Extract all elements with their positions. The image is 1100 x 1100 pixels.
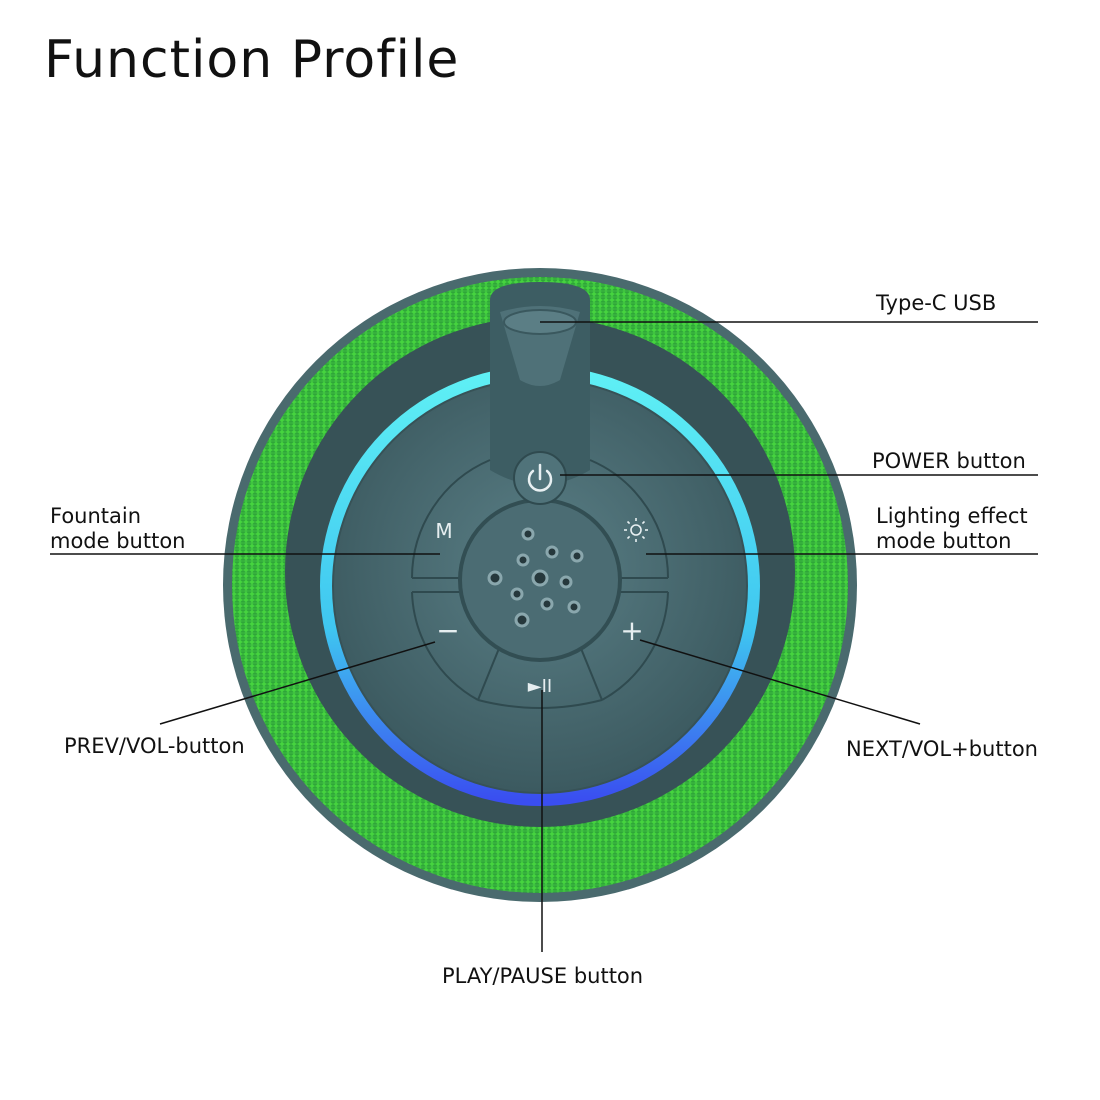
minus-glyph: − [436,614,459,647]
page-title: Function Profile [44,30,460,90]
sun-icon [624,518,648,542]
play-pause-button[interactable]: ►II [528,676,552,697]
label-prev-vol: PREV/VOL-button [64,734,245,758]
label-lighting-line1: Lighting effect [876,504,1028,528]
play-pause-glyph: ►II [528,676,552,697]
label-fountain-line2: mode button [50,529,186,553]
label-next-vol: NEXT/VOL+button [846,737,1038,761]
fountain-mode-button[interactable]: M [435,519,452,543]
plus-glyph: + [620,614,643,647]
label-play-pause: PLAY/PAUSE button [442,964,644,988]
mode-glyph: M [435,519,452,543]
leader-next [639,639,921,725]
power-button[interactable] [513,451,567,505]
label-power-button: POWER button [872,449,1026,473]
leader-lines [50,321,1038,952]
label-type-c-usb: Type-C USB [876,291,997,315]
label-lighting-line2: mode button [876,529,1012,553]
prev-vol-minus-button[interactable]: − [436,614,459,647]
next-vol-plus-button[interactable]: + [620,614,643,647]
leader-prev [159,641,436,725]
power-icon [527,463,553,492]
lighting-mode-button[interactable] [624,518,648,542]
label-fountain-line1: Fountain [50,504,142,528]
grille-holes [487,527,584,628]
